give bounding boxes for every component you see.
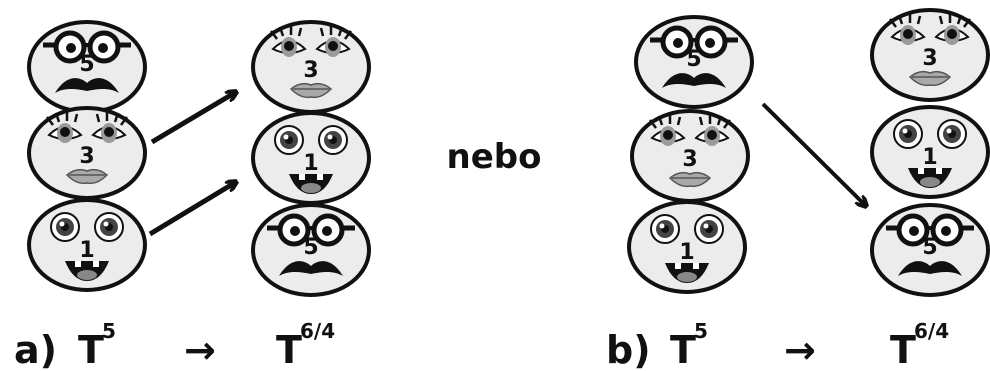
kid-face-icon: 1 [253,113,369,203]
panel-a-left-stack: 5 3 1 [29,22,145,290]
arrow-icon [148,182,236,237]
caption-left-symbol: T [78,328,104,371]
face-number: 5 [686,47,701,72]
face-number: 5 [79,52,94,77]
caption-label: a) [14,328,57,371]
lady-face-icon: 3 [29,108,145,198]
caption-label: b) [606,328,651,371]
caption-right-symbol: T [890,328,916,371]
face-number: 3 [922,46,937,71]
panel-b: 5 3 1 3 1 5 [606,10,988,371]
kid-face-icon: 1 [629,202,745,292]
face-number: 1 [679,240,694,265]
arrow-icon [150,92,236,145]
caption-right-superscript: 6/4 [914,319,949,343]
panel-b-caption: b) T 5 → T 6/4 [606,319,949,371]
lady-face-icon: 3 [253,22,369,112]
caption-arrow: → [184,328,216,371]
face-number: 3 [303,58,318,83]
caption-right-symbol: T [276,328,302,371]
panel-a-right-stack: 3 1 5 [253,22,369,295]
face-number: 5 [922,235,937,260]
panel-a-caption: a) T 5 → T 6/4 [14,319,335,371]
caption-right-superscript: 6/4 [300,319,335,343]
lady-face-icon: 3 [632,111,748,201]
face-number: 1 [922,145,937,170]
face-number: 5 [303,235,318,260]
face-number: 3 [79,144,94,169]
caption-left-symbol: T [670,328,696,371]
panel-b-left-stack: 5 3 1 [629,17,752,292]
glasses-face-icon: 5 [253,205,369,295]
face-number: 3 [682,147,697,172]
kid-face-icon: 1 [29,200,145,290]
arrow-icon [761,102,866,206]
caption-left-superscript: 5 [102,319,116,343]
face-number: 1 [79,238,94,263]
panel-a: 5 3 1 3 1 5 [14,22,369,371]
panel-b-right-stack: 3 1 5 [872,10,988,295]
caption-left-superscript: 5 [694,319,708,343]
kid-face-icon: 1 [872,107,988,197]
glasses-face-icon: 5 [872,205,988,295]
separator-text: nebo [447,137,542,177]
caption-arrow: → [784,328,816,371]
glasses-face-icon: 5 [636,17,752,107]
lady-face-icon: 3 [872,10,988,100]
glasses-face-icon: 5 [29,22,145,112]
face-number: 1 [303,151,318,176]
